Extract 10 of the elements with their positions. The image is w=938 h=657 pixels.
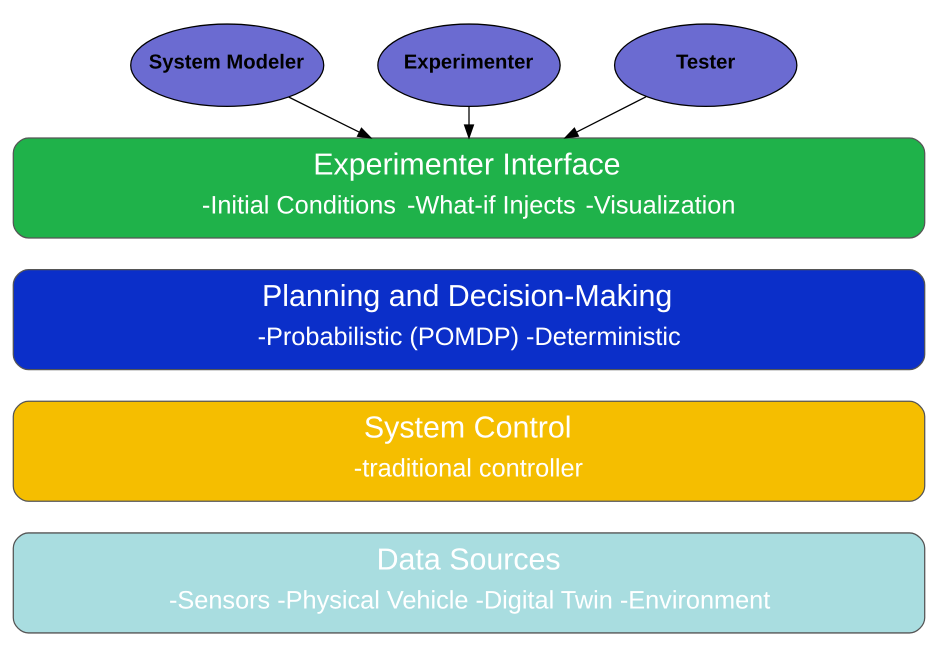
node-ellipse: Tester <box>614 23 798 107</box>
node-ellipse: System Modeler <box>130 23 324 107</box>
node-box: Planning and Decision-Making -Probabilistic (POMDP) -Deterministic <box>12 269 926 370</box>
arrow <box>563 96 646 139</box>
node-ellipse: Experimenter <box>377 23 561 107</box>
arrow <box>464 106 474 140</box>
node-box: Experimenter Interface -Initial Conditions -What-if Injects -Visualization <box>12 137 926 239</box>
node-box: System Control -traditional controller <box>12 400 926 502</box>
node-box: Data Sources -Sensors -Physical Vehicle -Digital Twin -Environment <box>12 532 926 634</box>
arrow <box>288 96 373 139</box>
